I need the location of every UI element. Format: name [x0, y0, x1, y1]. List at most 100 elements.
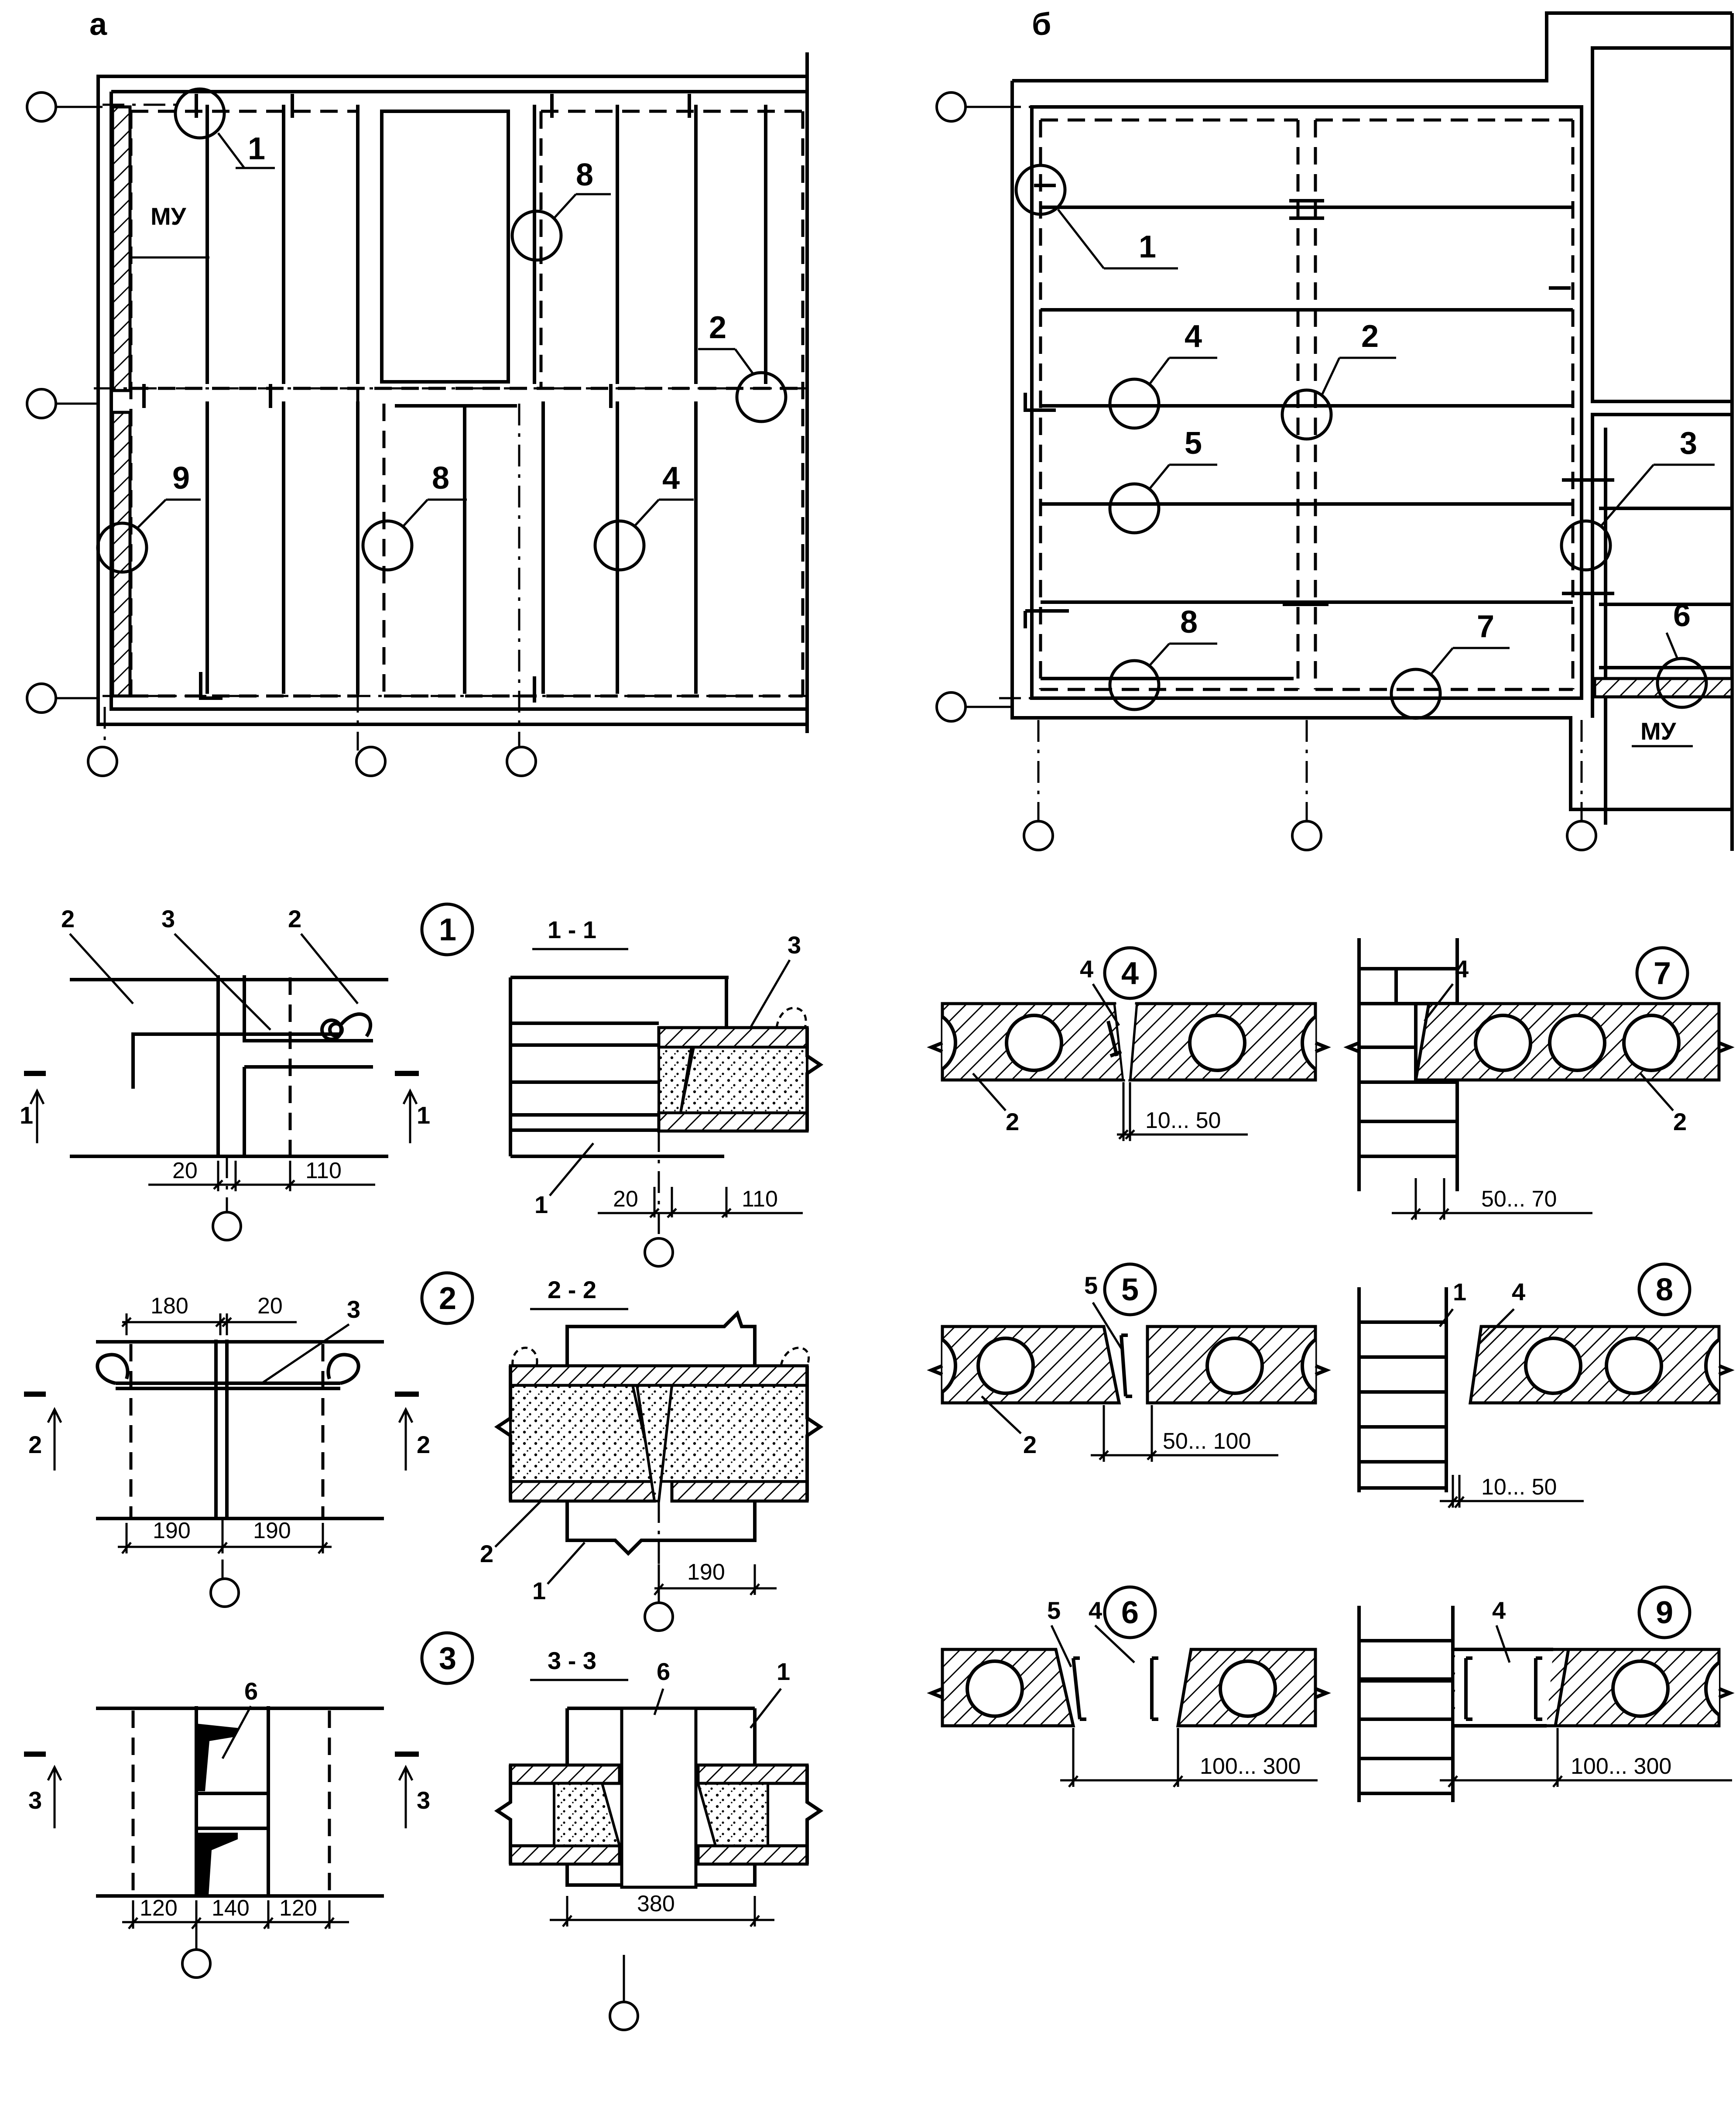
detail-9-rebars: [1464, 1656, 1542, 1721]
detail-8-void-edge: [1704, 1338, 1720, 1394]
plan-b-callout-4-num: 4: [1185, 319, 1202, 354]
detail-6-circle: [1103, 1585, 1157, 1639]
detail-5-dimension: [1091, 1405, 1278, 1462]
detail-8-dimension: [1440, 1475, 1584, 1508]
detail-2-section-label-2: 2: [480, 1540, 493, 1567]
detail-3-wall-edges: [96, 1706, 384, 1898]
detail-3-dimension-line: [122, 1900, 349, 1930]
detail-1-section-arrows: [29, 1088, 418, 1143]
detail-2-leader-3: [261, 1323, 350, 1385]
plan-a-callout-8-top-leader: [553, 193, 577, 219]
plan-a-callout-8-top: [510, 209, 563, 262]
plan-a-callout-1-leader: [217, 132, 245, 169]
plan-b-callout-8: [1108, 659, 1161, 711]
detail-9-grout-bounds: [1453, 1648, 1553, 1728]
detail-2-bearing-lines: [129, 1344, 325, 1519]
plan-a-axis-bubble-row1: [26, 91, 57, 123]
plan-a-callout-8-bottom-leader: [403, 499, 428, 527]
plan-b-label: б: [1032, 7, 1051, 42]
detail-3-section-dimension: [550, 1896, 774, 1927]
plan-a-callout-4-leader: [634, 499, 660, 527]
detail-1-section-axis-bubble: [644, 1237, 674, 1268]
detail-4-num: 4: [1121, 956, 1139, 991]
detail-1-section-grout-right: [679, 1046, 808, 1114]
detail-6-rebars: [1072, 1656, 1158, 1721]
plan-b-callout-4: [1108, 377, 1161, 430]
detail-3-section-left: 3: [28, 1786, 42, 1814]
detail-3-section: 3 - 3 6 1 380: [494, 1647, 824, 2031]
detail-9-num: 9: [1656, 1595, 1673, 1630]
detail-3-section-arrows: [47, 1765, 414, 1828]
detail-2-section-arrows: [47, 1407, 414, 1471]
detail-6-void-2: [1219, 1659, 1277, 1718]
detail-5-label-2: 2: [1023, 1431, 1037, 1458]
plan-b-callout-8-leader: [1149, 643, 1170, 666]
detail-7-num: 7: [1654, 956, 1671, 991]
plan-b-callout-7-leader: [1430, 647, 1454, 675]
detail-4-leader-4: [1092, 983, 1120, 1026]
plan-b-callout-2: [1281, 388, 1333, 441]
detail-2-section-breaks: [494, 1366, 824, 1501]
detail-4-seal: [1106, 1021, 1122, 1058]
plan-a-axis-bubble-col1: [87, 746, 118, 777]
detail-2-section-wall: [565, 1310, 757, 1556]
detail-5-leader-2: [981, 1395, 1022, 1434]
plan-a-axis-bubble-row3: [26, 682, 57, 714]
plan-a-callout-4-num: 4: [662, 461, 680, 496]
detail-4-void-edge-left: [941, 1015, 957, 1071]
detail-6: 6 5 4 100... 300: [927, 1585, 1331, 1788]
detail-3-circle: [420, 1631, 474, 1685]
plan-b-axis-bubble-col1: [1023, 820, 1054, 851]
detail-2-section-leader-1: [547, 1542, 586, 1585]
detail-2-section-dim-190: 190: [687, 1560, 725, 1585]
plan-a-brick-wall-lower: [111, 411, 132, 698]
detail-1-section-leader-3: [749, 959, 791, 1028]
plan-b-axis-lines: [999, 106, 1583, 820]
detail-8-num: 8: [1656, 1272, 1673, 1307]
plan-b-callout-5-leader: [1149, 464, 1170, 490]
detail-5-void-edge-right: [1301, 1338, 1317, 1394]
detail-2-dim-190a: 190: [153, 1518, 191, 1543]
detail-6-dimension: [1060, 1728, 1318, 1788]
detail-8-circle: [1637, 1262, 1691, 1316]
detail-5-void-2: [1205, 1337, 1264, 1395]
detail-3-section-breaks: [494, 1765, 824, 1864]
plan-a-callout-9: [96, 521, 148, 574]
detail-3-section-leader-6: [653, 1688, 664, 1715]
detail-1-section-right: 1: [417, 1101, 430, 1129]
detail-7-circle: [1635, 946, 1689, 1000]
plan-a-slabs-lower-left: [205, 401, 360, 694]
detail-3-section-wall: [565, 1707, 757, 1887]
plan-b-callout-6-num: 6: [1673, 598, 1691, 633]
detail-8-leader-1: [1439, 1308, 1454, 1327]
plan-b-callout-3-num: 3: [1680, 426, 1697, 461]
detail-9-label-4: 4: [1492, 1597, 1506, 1624]
detail-2-label-3: 3: [347, 1296, 360, 1323]
detail-1-slab-edges: [70, 975, 388, 1158]
detail-6-leader-4: [1094, 1625, 1135, 1663]
detail-2-section-grout-left: [509, 1384, 656, 1483]
detail-9-leader-4: [1495, 1625, 1511, 1663]
detail-1-section-hook: [775, 1007, 807, 1028]
detail-3-section-brick-pier: [620, 1707, 698, 1889]
detail-5-dim: 50... 100: [1163, 1429, 1251, 1454]
detail-4-label-4: 4: [1080, 955, 1093, 983]
detail-1-section-slab-bottom: [657, 1111, 809, 1133]
detail-2-section-dimension: [654, 1564, 777, 1596]
detail-3-section-dim-380: 380: [637, 1891, 675, 1916]
detail-8-void-2: [1605, 1337, 1663, 1395]
detail-1-section: 1 - 1 3 1 20 110: [509, 916, 824, 1268]
detail-4-dimension: [1117, 1082, 1248, 1141]
detail-3-leader-6: [221, 1705, 252, 1759]
detail-4-leader-2: [972, 1073, 1007, 1111]
detail-6-break-marks: [927, 1687, 1331, 1699]
detail-2-section: 2 - 2 2 1 190: [480, 1276, 824, 1632]
detail-3-section-slab-bottom-right: [696, 1844, 809, 1866]
detail-3-section-label-6: 6: [657, 1658, 670, 1685]
detail-4-joint: [1116, 1004, 1136, 1079]
detail-1-section-label-3: 3: [788, 931, 801, 959]
plan-b-axis-bubble-col3: [1566, 820, 1597, 851]
detail-2-dimension-line: [118, 1523, 332, 1554]
detail-3-section-slab-bottom-left: [509, 1844, 621, 1866]
